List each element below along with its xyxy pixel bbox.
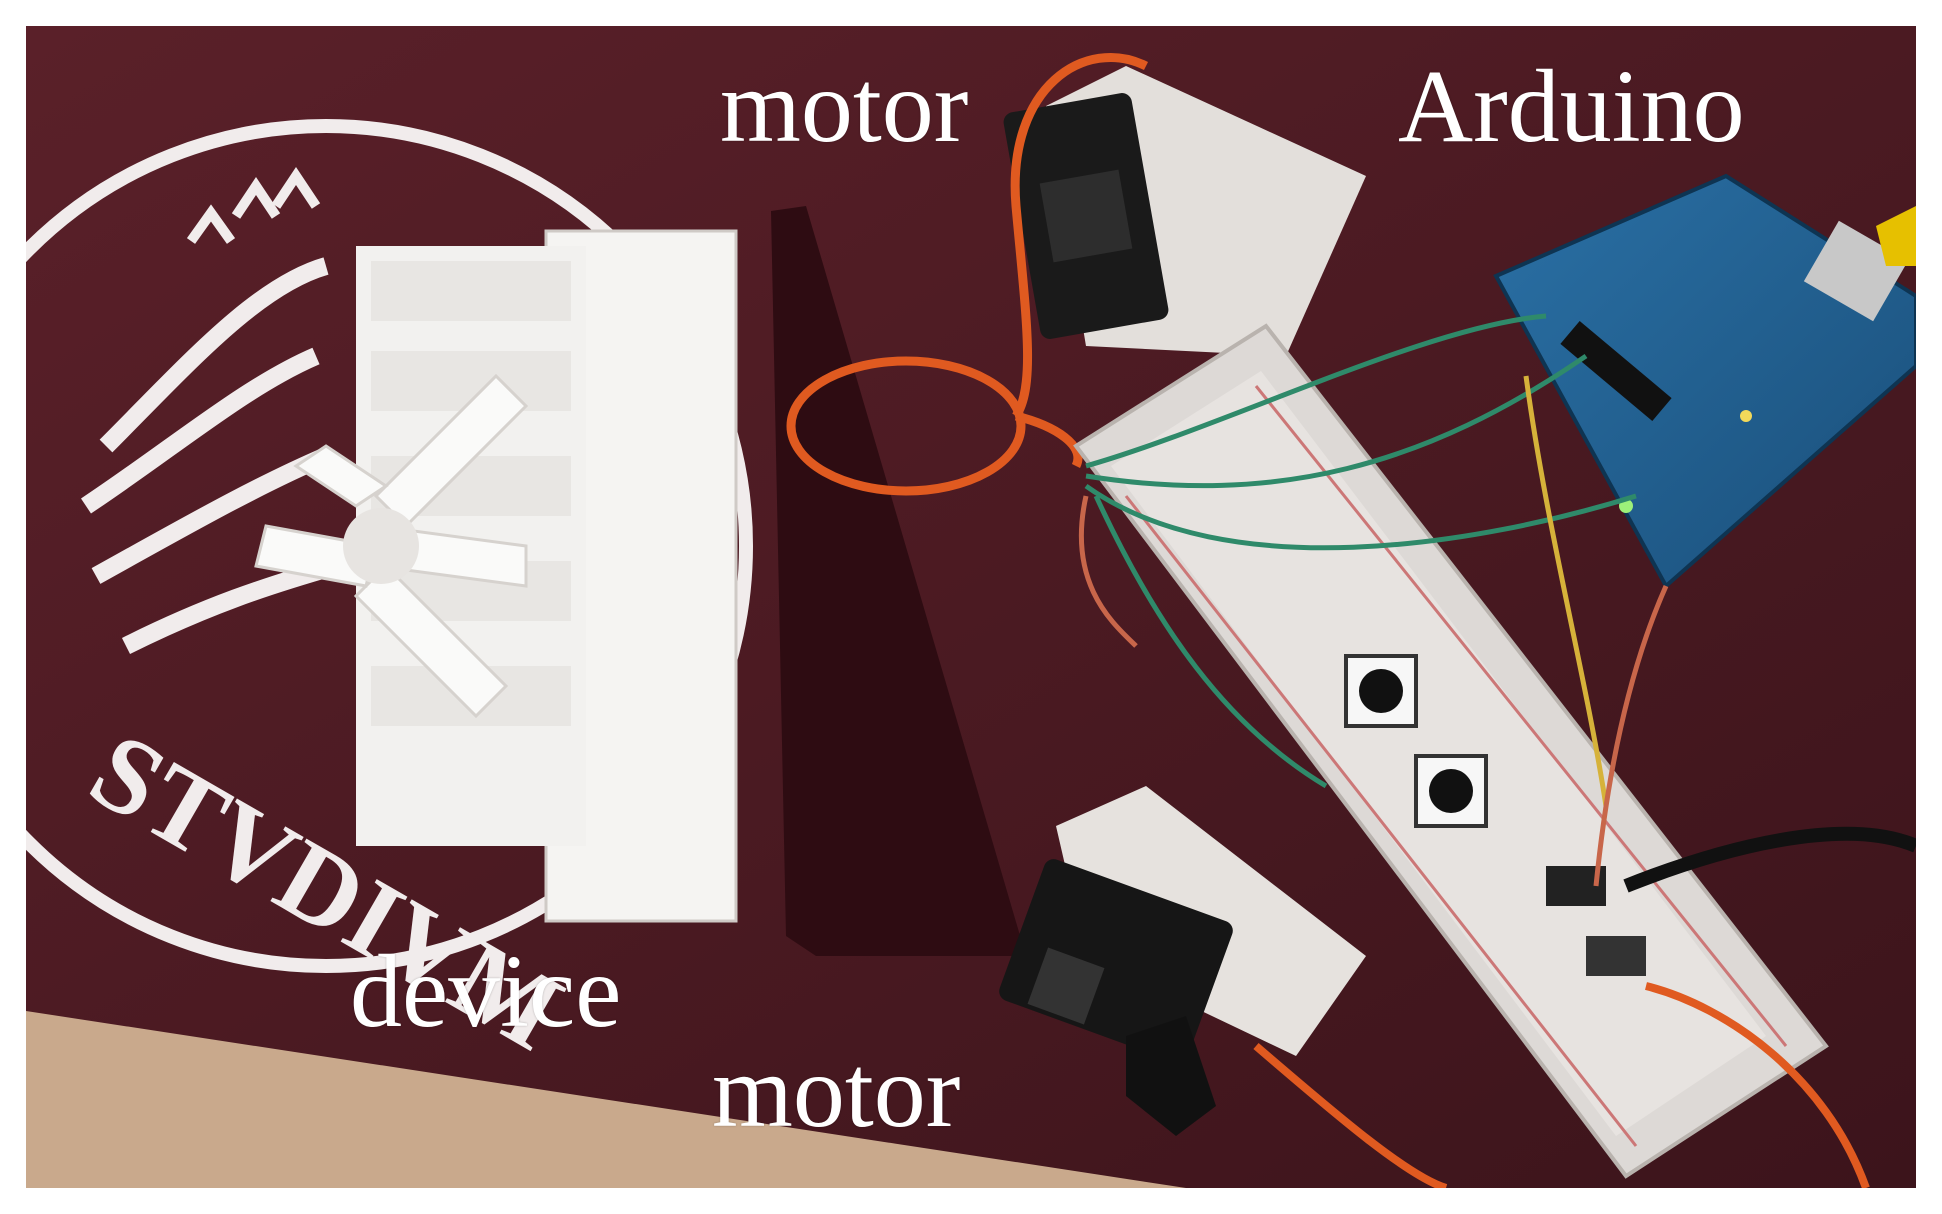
power-cable bbox=[1623, 826, 1916, 893]
device bbox=[254, 229, 738, 923]
partition-block bbox=[771, 206, 1026, 956]
servo-wire-top bbox=[786, 53, 1149, 496]
servo-wire-bottom bbox=[1253, 982, 1870, 1188]
arduino-board bbox=[1493, 173, 1916, 590]
jumper-wires bbox=[1078, 313, 1669, 887]
label-device: device bbox=[350, 934, 622, 1049]
top-servo bbox=[1003, 66, 1366, 356]
label-arduino: Arduino bbox=[1398, 49, 1745, 164]
photo-illustration: STVDIVM bbox=[26, 26, 1916, 1188]
label-motor-top: motor bbox=[720, 49, 969, 164]
breadboard bbox=[1073, 323, 1829, 1179]
bottom-servo bbox=[999, 786, 1366, 1136]
label-motor-bottom: motor bbox=[712, 1034, 961, 1149]
photograph: STVDIVM bbox=[26, 26, 1916, 1188]
